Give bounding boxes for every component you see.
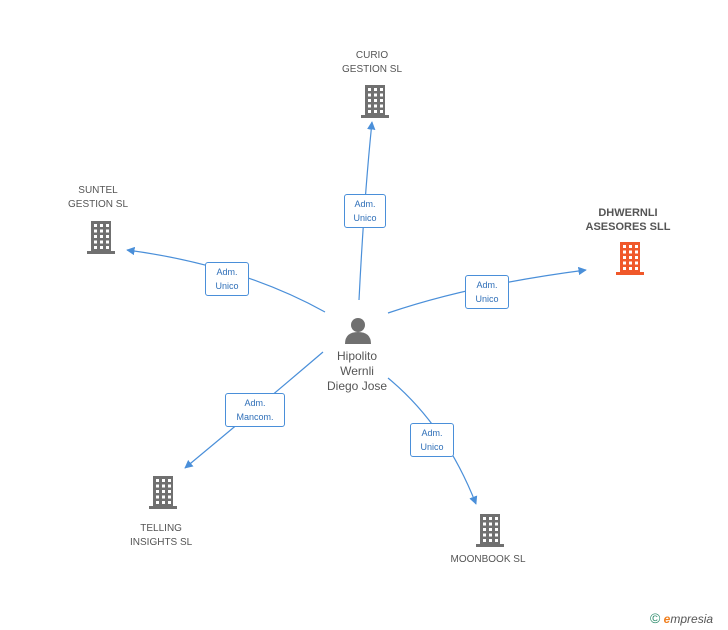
- company-name-suntel-line: SUNTEL: [78, 185, 118, 196]
- building-icon: [476, 514, 504, 547]
- company-name-moonbook-line: MOONBOOK SL: [450, 554, 526, 565]
- company-name-dhwernli: DHWERNLI ASESORES SLL: [586, 206, 671, 234]
- company-node-dhwernli[interactable]: [614, 240, 646, 281]
- company-name-curio-line: GESTION SL: [342, 64, 403, 75]
- building-icon: [87, 221, 115, 254]
- company-node-suntel[interactable]: [85, 219, 117, 260]
- edge-label-text: Adm.: [216, 267, 238, 277]
- company-name-suntel-line: GESTION SL: [68, 199, 129, 210]
- company-name-curio-line: CURIO: [355, 50, 389, 61]
- brand-logo: empresia: [663, 612, 714, 626]
- edge-label-text: Mancom.: [236, 412, 274, 422]
- edge-label-text: Unico: [215, 281, 239, 291]
- edge-label-text: Adm.: [354, 199, 376, 209]
- person-icon: [345, 318, 371, 344]
- edge-label-text: Unico: [353, 213, 377, 223]
- copyright-notice: © empresia: [650, 610, 713, 626]
- company-name-curio: CURIO GESTION SL: [342, 49, 402, 77]
- company-name-telling-line: TELLING: [140, 523, 182, 534]
- company-name-dhwernli-line: DHWERNLI: [598, 207, 658, 219]
- company-node-moonbook[interactable]: [474, 512, 506, 553]
- edge-label-text: Unico: [420, 442, 444, 452]
- edge-label-suntel[interactable]: Adm. Unico: [205, 262, 249, 296]
- copyright-icon: ©: [650, 610, 661, 626]
- building-icon: [616, 242, 644, 275]
- edge-label-curio[interactable]: Adm. Unico: [344, 194, 386, 228]
- company-name-dhwernli-line: ASESORES SLL: [585, 221, 671, 233]
- person-name-line: Diego Jose: [327, 379, 388, 393]
- person-name-line: Wernli: [340, 364, 374, 378]
- person-name-line: Hipolito: [337, 349, 378, 363]
- edge-label-text: Adm.: [476, 280, 498, 290]
- edge-label-text: Adm.: [244, 398, 266, 408]
- company-name-telling: TELLING INSIGHTS SL: [130, 522, 192, 550]
- company-node-telling[interactable]: [147, 474, 179, 515]
- building-icon: [149, 476, 177, 509]
- building-icon: [361, 85, 389, 118]
- edge-label-text: Adm.: [421, 428, 443, 438]
- edge-label-moonbook[interactable]: Adm. Unico: [410, 423, 454, 457]
- company-name-suntel: SUNTEL GESTION SL: [68, 184, 128, 212]
- edge-label-dhwernli[interactable]: Adm. Unico: [465, 275, 509, 309]
- company-name-moonbook: MOONBOOK SL: [451, 553, 526, 567]
- company-node-curio[interactable]: [359, 83, 391, 124]
- edge-label-telling[interactable]: Adm. Mancom.: [225, 393, 285, 427]
- company-name-telling-line: INSIGHTS SL: [130, 537, 193, 548]
- person-node[interactable]: [344, 316, 372, 349]
- edge-label-text: Unico: [475, 294, 499, 304]
